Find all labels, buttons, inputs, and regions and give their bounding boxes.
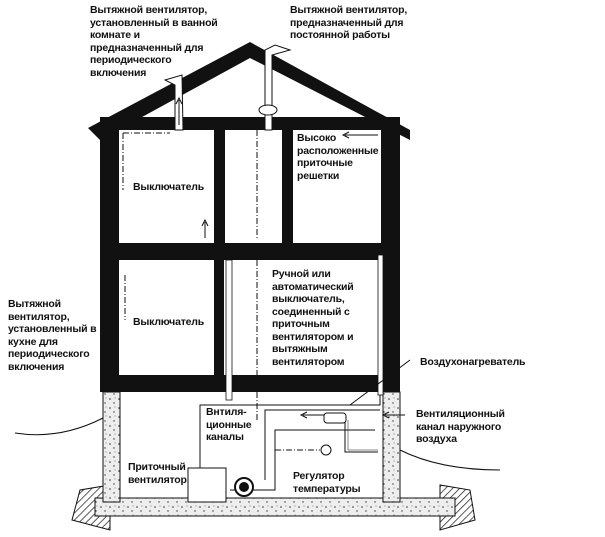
airflow-arrow (175, 96, 183, 125)
label-bath-fan: Вытяжной вентилятор,установленный в ванн… (90, 4, 218, 79)
supply-fan-box (187, 467, 227, 503)
footing-right (439, 484, 476, 531)
label-switch-lower: Выключатель (133, 316, 205, 328)
basement-floor (94, 497, 456, 517)
interior-wall-upper-2 (282, 130, 293, 243)
fan-blade-icon (258, 104, 278, 116)
wall-right (381, 130, 400, 392)
basement-wall-left (102, 391, 121, 503)
middle-floor (100, 243, 400, 260)
basement-wall-right (382, 391, 401, 503)
interior-wall-upper-1 (214, 130, 225, 243)
heater-icon (323, 412, 347, 424)
supply-duct-right (377, 254, 384, 396)
interior-wall-lower (214, 260, 224, 375)
airflow-arrow (341, 131, 378, 139)
ground-floor-slab (100, 375, 400, 392)
ground-line-left (14, 417, 104, 436)
airflow-arrow (381, 411, 405, 419)
label-switch-upper: Выключатель (133, 181, 205, 193)
attic-floor (100, 117, 400, 130)
airflow-arrow (201, 218, 209, 238)
supply-duct (225, 259, 233, 401)
thermostat-icon (320, 444, 332, 456)
ground-line-right (399, 449, 501, 471)
label-heater: Воздухонагреватель (420, 356, 526, 368)
